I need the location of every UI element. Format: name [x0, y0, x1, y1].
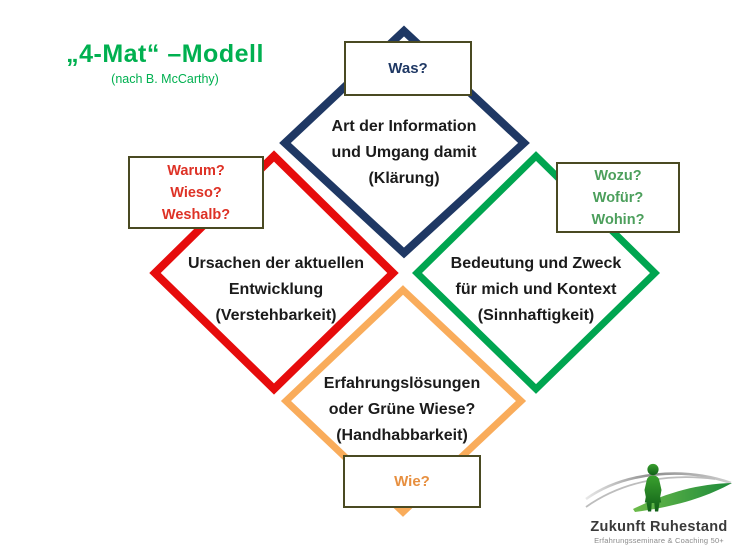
question-wozu-line: Wohin? — [591, 211, 645, 228]
question-box-warum: Warum? Wieso? Weshalb? — [128, 156, 264, 229]
diamond-orange-shape — [280, 285, 527, 517]
diamond-orange-line: oder Grüne Wiese? — [328, 401, 476, 418]
question-warum-line: Weshalb? — [161, 206, 231, 223]
logo-graphic — [585, 463, 732, 512]
question-warum-line: Warum? — [167, 162, 225, 179]
diamond-navy-shape — [279, 25, 530, 259]
diamond-navy-line: und Umgang damit — [331, 144, 477, 161]
diamond-orange-label: Erfahrungslösungen oder Grüne Wiese? (Ha… — [277, 371, 527, 449]
diamond-navy-label: Art der Information und Umgang damit (Kl… — [284, 114, 524, 192]
diamond-red-label: Ursachen der aktuellen Entwicklung (Vers… — [146, 251, 406, 329]
question-box-wie: Wie? — [343, 455, 481, 508]
diamond-green-shape — [411, 151, 661, 394]
question-box-wozu: Wozu? Wofür? Wohin? — [556, 162, 680, 233]
question-was-label: Was? — [388, 60, 428, 77]
diamond-navy-line: (Klärung) — [368, 170, 440, 187]
diamond-green-line: (Sinnhaftigkeit) — [477, 307, 595, 324]
diamond-green-line: Bedeutung und Zweck — [450, 255, 622, 272]
page-subtitle: (nach B. McCarthy) — [111, 72, 219, 86]
question-wozu-line: Wofür? — [592, 189, 644, 206]
diamond-orange-line: (Handhabbarkeit) — [336, 427, 468, 444]
page-title: „4-Mat“ –Modell — [66, 40, 264, 68]
logo-brand-text: Zukunft Ruhestand — [590, 519, 728, 535]
diamond-green-line: für mich und Kontext — [455, 281, 617, 298]
title-block: „4-Mat“ –Modell (nach B. McCarthy) — [50, 40, 280, 86]
diamond-red-line: Ursachen der aktuellen — [187, 255, 365, 272]
question-wie-label: Wie? — [394, 473, 430, 490]
diamond-red-line: (Verstehbarkeit) — [215, 307, 337, 324]
logo-tagline-text: Erfahrungsseminare & Coaching 50+ — [594, 536, 724, 545]
diamond-orange-line: Erfahrungslösungen — [323, 375, 481, 392]
diamond-green-label: Bedeutung und Zweck für mich und Kontext… — [406, 251, 666, 329]
question-box-was: Was? — [344, 41, 472, 96]
diamond-red-line: Entwicklung — [228, 281, 324, 298]
company-logo: Zukunft Ruhestand Erfahrungsseminare & C… — [583, 458, 735, 545]
diamond-red-shape — [149, 150, 399, 395]
diamond-navy-line: Art der Information — [331, 118, 477, 135]
question-warum-line: Wieso? — [170, 184, 222, 201]
question-wozu-line: Wozu? — [594, 167, 642, 184]
person-icon — [644, 463, 662, 512]
